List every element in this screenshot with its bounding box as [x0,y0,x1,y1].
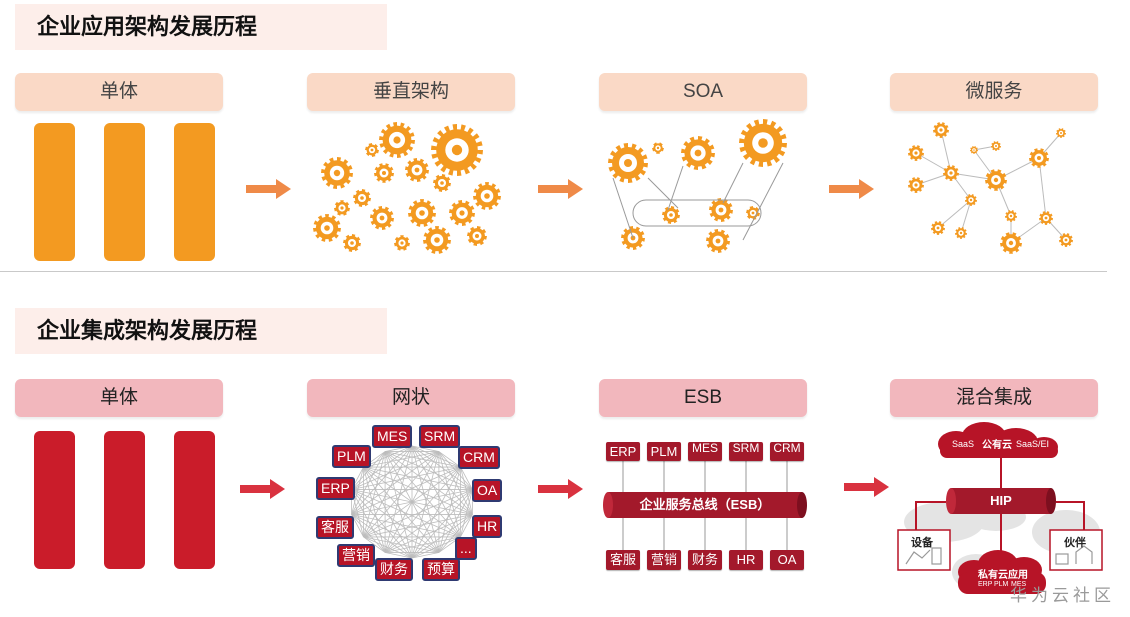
arrow-right-icon [246,179,291,199]
microservice-network-icon [908,122,1073,254]
esb-system-finance: 财务 [688,550,722,570]
integration-monolith-block [104,431,145,569]
esb-system-marketing: 营销 [647,550,681,570]
esb-system-crm: CRM [770,442,804,461]
mesh-node: SRM [419,425,461,448]
private-cloud-label: 私有云应用 [978,570,1028,581]
soa-gears-icon [608,119,787,253]
esb-bus-label: 企业服务总线（ESB） [639,497,771,512]
hip-label: HIP [990,493,1012,508]
hybrid-background [897,422,1103,594]
integration-monolith-header: 单体 [15,379,223,417]
integration-monolith-block [174,431,215,569]
mesh-network-lines [351,445,473,559]
mesh-node: OA [472,479,503,502]
public-cloud-label: 公有云 [982,440,1012,451]
monolith-block [174,123,215,261]
mesh-node: ... [455,537,477,560]
arrow-right-icon [240,479,285,499]
section-divider [0,271,1107,272]
esb-system-oa: OA [770,550,804,570]
stage-monolith-header: 单体 [15,73,223,111]
mesh-node: ERP [316,477,355,500]
esb-system-srm: SRM [729,442,763,461]
private-app-erp: ERP [978,581,993,588]
integration-mesh-header: 网状 [307,379,515,417]
mesh-node: PLM [332,445,371,468]
integration-monolith-block [34,431,75,569]
watermark: 华为云社区 [1010,586,1115,605]
mesh-node: 营销 [337,544,375,567]
section1-title: 企业应用架构发展历程 [15,4,387,50]
mesh-node: MES [372,425,413,448]
stage-soa-header: SOA [599,73,807,111]
section2-title: 企业集成架构发展历程 [15,308,387,354]
integration-esb-header: ESB [599,379,807,417]
saas-left-label: SaaS [952,439,975,449]
esb-system-erp: ERP [606,442,640,461]
mesh-node: 预算 [422,558,460,581]
integration-hybrid-header: 混合集成 [890,379,1098,417]
arrow-right-icon [538,179,583,199]
esb-system-plm: PLM [647,442,681,461]
esb-connectors [622,460,788,550]
device-label: 设备 [911,537,933,549]
partner-label: 伙伴 [1064,537,1086,549]
mesh-node: CRM [458,446,500,469]
esb-bus-cylinder [603,492,807,518]
stage-vertical-header: 垂直架构 [307,73,515,111]
mesh-node: HR [472,515,503,538]
mesh-node: 财务 [375,558,413,581]
stage-microservice-header: 微服务 [890,73,1098,111]
arrow-right-icon [844,477,889,497]
saas-right-label: SaaS/EI [1016,439,1050,449]
esb-system-service: 客服 [606,550,640,570]
monolith-block [104,123,145,261]
esb-system-mes: MES [688,442,722,461]
esb-system-hr: HR [729,550,763,570]
private-app-mes: MES [1011,581,1027,588]
mesh-node: 客服 [316,516,354,539]
arrow-right-icon [538,479,583,499]
arrow-right-icon [829,179,874,199]
private-app-plm: PLM [994,581,1009,588]
monolith-block [34,123,75,261]
gears-cluster-icon [313,122,501,254]
